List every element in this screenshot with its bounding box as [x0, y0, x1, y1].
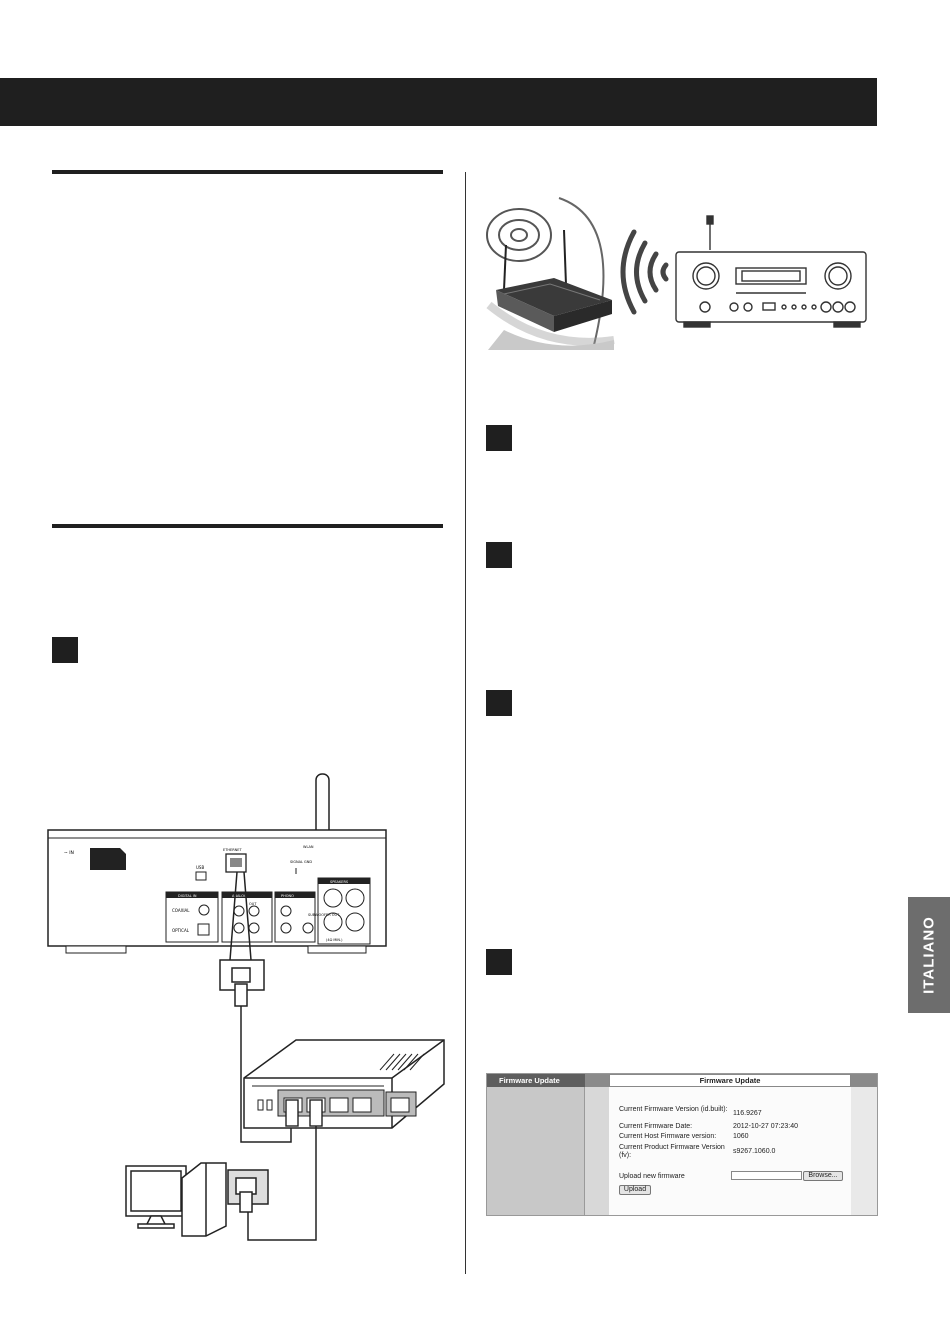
section-rule-1: [52, 170, 443, 174]
upload-firmware-label: Upload new firmware: [619, 1173, 685, 1180]
host-firmware-value: 1060: [733, 1133, 749, 1140]
firmware-version-label: Current Firmware Version (id.built):: [619, 1106, 728, 1113]
ethernet-label: ETHERNET: [223, 848, 242, 852]
speakers-note-label: (4Ω MIN.): [326, 938, 343, 942]
rear-panel-image: ~ IN USB ETHERNET WLAN SIGNAL GND DIGITA…: [47, 829, 387, 954]
firmware-date-label: Current Firmware Date:: [619, 1123, 693, 1130]
firmware-gap: [585, 1074, 609, 1215]
wireless-illustration: [486, 190, 867, 350]
phono-label: PHONO: [281, 894, 294, 898]
firmware-right-strip: [851, 1074, 877, 1087]
step-box-right-1: [486, 425, 512, 451]
firmware-sidebar: [487, 1074, 585, 1215]
coaxial-label: COAXIAL: [172, 908, 190, 913]
computer-image: [125, 1162, 269, 1237]
firmware-gap-strip: [585, 1074, 609, 1087]
section-rule-2: [52, 524, 443, 528]
optical-label: OPTICAL: [172, 928, 190, 933]
out-label: OUT: [249, 902, 257, 906]
language-tab: ITALIANO: [908, 897, 950, 1013]
firmware-file-input[interactable]: [731, 1171, 802, 1180]
analog-label: ANALOG: [232, 894, 247, 898]
amplifier-front-image: [675, 215, 867, 328]
step-box-right-4: [486, 949, 512, 975]
firmware-date-value: 2012-10-27 07:23:40: [733, 1123, 798, 1130]
column-divider: [465, 172, 466, 1274]
language-tab-label: ITALIANO: [920, 916, 938, 994]
firmware-main-title: Firmware Update: [609, 1074, 851, 1087]
digital-in-label: DIGITAL IN: [178, 894, 197, 898]
upload-button[interactable]: Upload: [619, 1185, 651, 1195]
wifi-signal-icon: [620, 229, 669, 315]
ethernet-cable-image: [219, 871, 292, 1143]
host-firmware-label: Current Host Firmware version:: [619, 1133, 717, 1140]
ac-in-label: ~ IN: [64, 850, 74, 856]
browse-button[interactable]: Browse...: [803, 1171, 843, 1181]
firmware-update-screenshot: Firmware Update Firmware Update Current …: [486, 1073, 878, 1216]
step-box-left-1: [52, 637, 78, 663]
ethernet-cable-2-image: [247, 1126, 317, 1241]
network-hub-image: [243, 1039, 445, 1129]
wired-connection-diagram: ~ IN USB ETHERNET WLAN SIGNAL GND DIGITA…: [47, 773, 445, 1241]
subwoofer-out-label: SUBWOOFER OUT: [308, 913, 340, 917]
product-firmware-label: Current Product Firmware Version (fv):: [619, 1144, 725, 1159]
step-box-right-2: [486, 542, 512, 568]
firmware-info-panel: Current Firmware Version (id.built): 116…: [609, 1087, 851, 1215]
wlan-label: WLAN: [303, 845, 314, 849]
speakers-label: SPEAKERS: [330, 880, 349, 884]
router-image: [486, 190, 616, 350]
firmware-sidebar-title: Firmware Update: [487, 1074, 585, 1087]
firmware-version-value: 116.9267: [733, 1110, 762, 1117]
usb-label: USB: [196, 865, 204, 870]
signal-gnd-label: SIGNAL GND: [290, 860, 312, 864]
header-band: [0, 78, 877, 126]
step-box-right-3: [486, 690, 512, 716]
product-firmware-value: s9267.1060.0: [733, 1148, 776, 1155]
